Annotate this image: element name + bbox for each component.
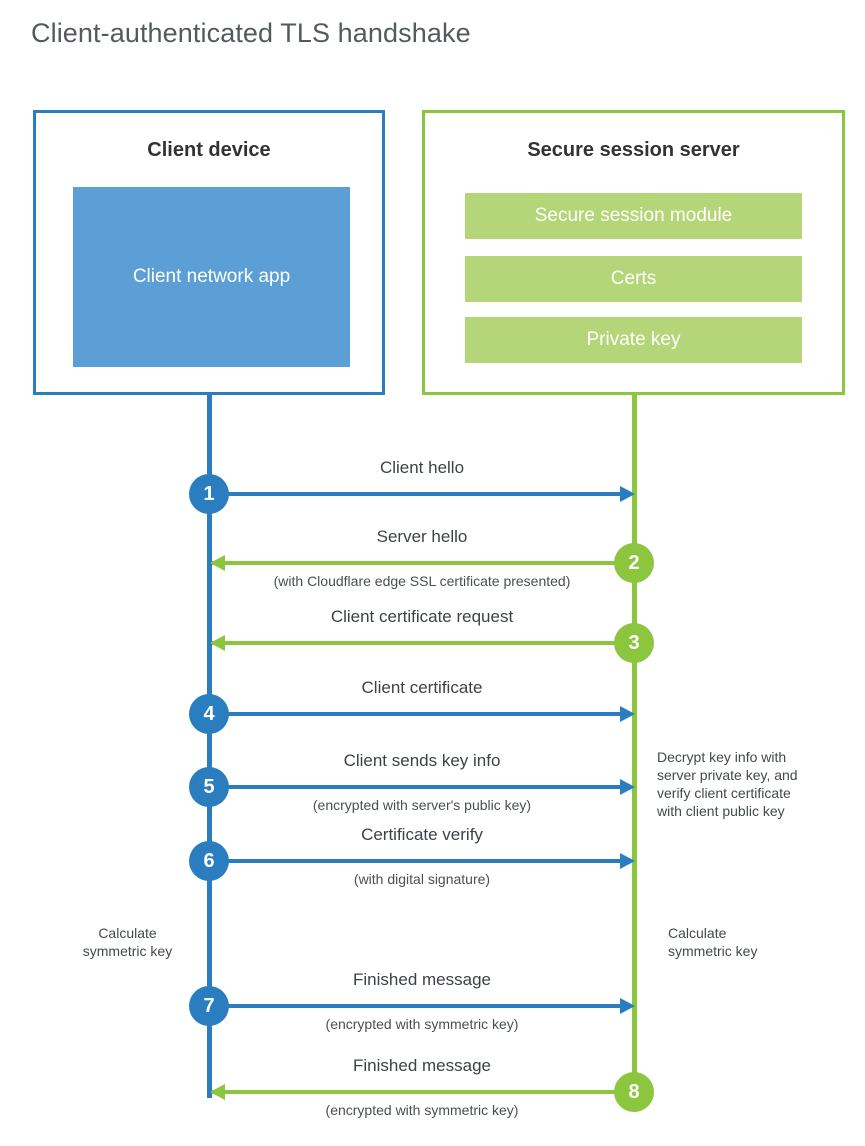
message-sublabel-8: (encrypted with symmetric key) <box>325 1102 519 1118</box>
step-circle-7[interactable]: 7 <box>189 986 229 1026</box>
message-sublabel-6: (with digital signature) <box>353 871 491 887</box>
arrow-shaft-2 <box>212 561 634 565</box>
message-label-2: Server hello <box>376 527 468 546</box>
secure-session-server-box: Secure session server Secure session mod… <box>422 110 845 395</box>
step-circle-1[interactable]: 1 <box>189 474 229 514</box>
server-decrypt-note: Decrypt key info with server private key… <box>657 748 832 820</box>
message-label-4: Client certificate <box>361 678 483 697</box>
client-device-box: Client device Client network app <box>33 110 385 395</box>
client-calculate-symmetric-key-note: Calculate symmetric key <box>45 924 210 960</box>
arrow-head-right-1 <box>620 486 635 502</box>
arrow-shaft-4 <box>209 712 628 716</box>
message-label-7: Finished message <box>353 970 491 989</box>
decrypt-note-line-4: with client public key <box>657 803 785 819</box>
server-component-private-key: Private key <box>465 317 802 363</box>
client-network-app-block: Client network app <box>73 187 350 367</box>
arrow-head-right-4 <box>620 706 635 722</box>
message-sublabel-7: (encrypted with symmetric key) <box>325 1016 519 1032</box>
arrow-shaft-6 <box>209 859 628 863</box>
arrow-head-right-6 <box>620 853 635 869</box>
secure-session-server-title: Secure session server <box>527 139 740 161</box>
step-circle-8[interactable]: 8 <box>614 1072 654 1112</box>
arrow-head-left-8 <box>210 1084 225 1100</box>
message-label-6: Certificate verify <box>361 825 483 844</box>
decrypt-note-line-2: server private key, and <box>657 767 798 783</box>
message-label-5: Client sends key info <box>343 751 501 770</box>
client-device-title: Client device <box>147 139 271 161</box>
arrow-shaft-5 <box>209 785 628 789</box>
decrypt-note-line-3: verify client certificate <box>657 785 791 801</box>
message-sublabel-2: (with Cloudflare edge SSL certificate pr… <box>273 573 571 589</box>
server-calc-note-line-2: symmetric key <box>668 943 758 959</box>
step-circle-5[interactable]: 5 <box>189 767 229 807</box>
arrow-shaft-3 <box>212 641 634 645</box>
page-title: Client-authenticated TLS handshake <box>31 18 471 48</box>
client-calc-note-line-1: Calculate <box>98 925 157 941</box>
arrow-head-right-7 <box>620 998 635 1014</box>
arrow-shaft-8 <box>212 1090 634 1094</box>
client-calc-note-line-2: symmetric key <box>82 943 173 959</box>
arrow-head-left-2 <box>210 555 225 571</box>
client-lifeline <box>207 395 212 1098</box>
arrow-head-right-5 <box>620 779 635 795</box>
step-circle-2[interactable]: 2 <box>614 543 654 583</box>
message-sublabel-5: (encrypted with server's public key) <box>312 797 532 813</box>
message-label-1: Client hello <box>379 458 465 477</box>
arrow-shaft-1 <box>209 492 628 496</box>
step-circle-6[interactable]: 6 <box>189 841 229 881</box>
message-label-3: Client certificate request <box>330 607 514 626</box>
step-circle-3[interactable]: 3 <box>614 623 654 663</box>
server-lifeline <box>632 395 637 1092</box>
server-calculate-symmetric-key-note: Calculate symmetric key <box>668 924 833 960</box>
arrow-shaft-7 <box>209 1004 628 1008</box>
server-component-secure-session-module: Secure session module <box>465 193 802 239</box>
server-calc-note-line-1: Calculate <box>668 925 727 941</box>
message-label-8: Finished message <box>353 1056 491 1075</box>
decrypt-note-line-1: Decrypt key info with <box>657 749 787 765</box>
arrow-head-left-3 <box>210 635 225 651</box>
step-circle-4[interactable]: 4 <box>189 694 229 734</box>
server-component-certs: Certs <box>465 256 802 302</box>
